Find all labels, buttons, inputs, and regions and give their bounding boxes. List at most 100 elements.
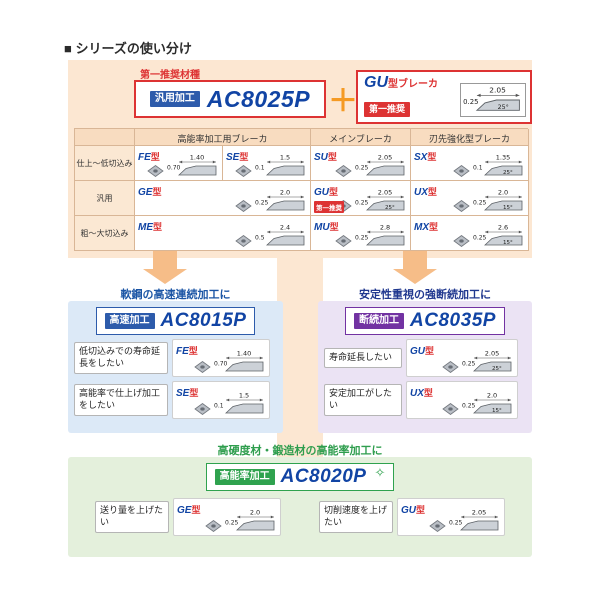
breaker-label-group: GU型 第一推奨: [314, 182, 344, 213]
col-header-main: メインブレーカ: [311, 129, 411, 146]
left-section-heading: 軟鋼の高速連続加工に: [120, 289, 231, 301]
breaker-label: SX型: [414, 147, 436, 165]
bottom-section-heading: 高硬度材・鍛造材の高能率加工に: [217, 445, 383, 457]
breaker-sketch-group: 2.05 0.25: [313, 153, 408, 179]
breaker-typecell: 2.05 0.25 25°: [461, 84, 525, 116]
insert-icon: [194, 361, 211, 373]
insert-icon: [335, 235, 352, 247]
breaker-kata-label: 型: [188, 346, 198, 356]
cell-ge: GE型 2.0 0.25: [173, 498, 281, 536]
breaker-profile-sketch: 2.4 0.5: [255, 224, 305, 246]
breaker-profile-sketch: 2.6 0.25 15°: [473, 224, 523, 246]
breaker-profile-sketch: 2.05 0.25: [355, 154, 405, 176]
breaker-type-label: UX: [410, 388, 424, 399]
breaker-sketch-group: 2.0 0.25 15°: [409, 391, 515, 417]
grade-name-ac8015p: AC8015P: [160, 310, 247, 331]
flow-background-strip: [277, 255, 323, 463]
breaker-label: MX型: [414, 217, 438, 235]
cell-ge: GE型 2.0 0.25: [135, 181, 311, 216]
breaker-typecell: FE型 1.40 0.70: [135, 146, 222, 180]
insert-icon: [235, 235, 252, 247]
cell-fe: FE型 1.40 0.70: [135, 146, 223, 181]
col-header-edge-strengthened: 刃先強化型ブレーカ: [411, 129, 529, 146]
breaker-sketch-group: 2.0 0.25: [176, 508, 278, 534]
breaker-kata-label: 型: [423, 388, 433, 398]
dim-top-value: 2.0: [280, 189, 290, 197]
breaker-kata-label: 型: [329, 222, 339, 232]
breaker-profile-sketch: 1.40 0.70: [167, 154, 217, 176]
machining-type-badge: 高速加工: [104, 313, 155, 329]
grade-strip: 断続加工 AC8035P: [345, 307, 505, 335]
breaker-label-group: MX型: [414, 217, 438, 235]
insert-icon: [194, 403, 211, 415]
breaker-type-label: GU: [364, 74, 388, 91]
cell-sx: SX型 1.35 0.1 25°: [411, 146, 529, 181]
breaker-profile-sketch: 2.05 0.25 25°: [462, 350, 512, 372]
breaker-typecell: SX型 1.35 0.1 25°: [411, 146, 528, 180]
dim-left-value: 0.1: [255, 165, 265, 172]
insert-icon: [205, 520, 222, 532]
breaker-label-group: UX型: [414, 182, 437, 200]
breaker-type-label: GE: [177, 505, 192, 516]
dim-left-value: 0.70: [167, 165, 181, 172]
col-header-high-efficiency: 高能率加工用ブレーカ: [135, 129, 311, 146]
down-arrow-left: [143, 251, 187, 284]
dim-top-value: 2.0: [487, 392, 497, 400]
machining-type-badge: 断続加工: [354, 313, 405, 329]
breaker-type-label: GU: [314, 187, 329, 198]
breaker-sketch-group: 2.0 0.25: [137, 188, 308, 214]
dim-top-value: 2.0: [498, 189, 508, 197]
breaker-typecell: GU型 2.05 0.25: [398, 499, 504, 535]
breaker-kata-label: 型: [416, 505, 426, 515]
dim-top-value: 2.05: [489, 86, 506, 95]
breaker-kata-label: 型: [427, 187, 437, 197]
breaker-label: GE型: [177, 500, 200, 518]
row-label-roughing: 粗〜大切込み: [75, 216, 135, 251]
breaker-typecell: ME型 2.4 0.5: [135, 216, 310, 250]
first-recommend-material-label: 第一推奨材種: [140, 70, 200, 81]
breaker-profile-sketch: 1.5 0.1: [214, 392, 264, 414]
insert-icon: [442, 361, 459, 373]
breaker-label: UX型: [414, 182, 437, 200]
breaker-label-group: GE型: [138, 182, 161, 200]
breaker-profile-sketch: 2.0 0.25 15°: [473, 189, 523, 211]
dim-angle-value: 15°: [503, 205, 513, 211]
breaker-type-label: ME: [138, 222, 153, 233]
breaker-kata-label: 型: [327, 152, 337, 162]
need-text: 安定加工がしたい: [324, 384, 402, 416]
dim-left-value: 0.70: [214, 361, 228, 368]
cell-su: SU型 2.05 0.25: [311, 146, 411, 181]
breaker-profile-sketch: 2.0 0.25: [255, 189, 305, 211]
table-corner: [75, 129, 135, 146]
breaker-sketch-box: 2.05 0.25 25°: [460, 83, 526, 117]
need-text: 寿命延長したい: [324, 348, 402, 368]
option-row: 寿命延長したい GU型 2.05 0.25 25°: [324, 339, 526, 377]
breaker-label: ME型: [138, 217, 162, 235]
breaker-kata-label: 型: [329, 187, 339, 197]
breaker-label-group: UX型: [410, 383, 433, 401]
breaker-table: 高能率加工用ブレーカ メインブレーカ 刃先強化型ブレーカ 仕上〜低切込み FE型…: [74, 128, 529, 251]
breaker-sketch-group: 1.40 0.70: [137, 153, 220, 179]
breaker-type-label: SE: [176, 388, 190, 399]
breaker-typecell: GE型 2.0 0.25: [174, 499, 280, 535]
dim-left-value: 0.25: [462, 361, 476, 368]
dim-top-value: 2.05: [378, 189, 392, 197]
grade-name-ac8035p: AC8035P: [410, 310, 496, 331]
dim-top-value: 2.05: [378, 154, 392, 162]
breaker-type-label: SX: [414, 152, 428, 163]
row-label-general: 汎用: [75, 181, 135, 216]
breaker-typecell: GE型 2.0 0.25: [135, 181, 310, 215]
dim-top-value: 2.05: [472, 509, 486, 517]
cell-se: SE型 1.5 0.1: [223, 146, 311, 181]
breaker-suffix-label: 型ブレーカ: [388, 79, 438, 90]
breaker-sketch-group: 2.05 0.25 25°: [313, 188, 408, 214]
breaker-label: GU型: [401, 500, 425, 518]
dim-top-value: 1.5: [280, 154, 290, 162]
breaker-type-label: UX: [414, 187, 428, 198]
option-row: 切削速度を上げたい GU型 2.05 0.25: [319, 498, 505, 536]
breaker-profile-sketch: 2.05 0.25: [449, 509, 499, 531]
breaker-title: GU型ブレーカ: [364, 74, 438, 92]
breaker-typecell: SU型 2.05 0.25: [311, 146, 410, 180]
dim-angle-value: 25°: [503, 170, 513, 176]
dim-left-value: 0.5: [255, 235, 265, 242]
